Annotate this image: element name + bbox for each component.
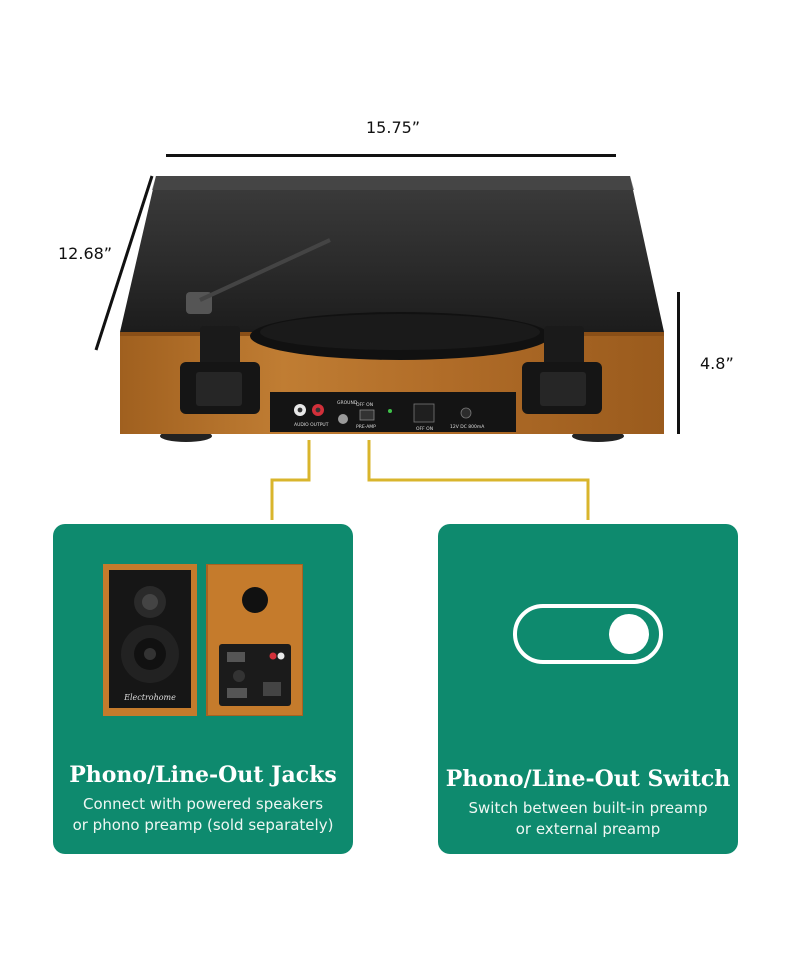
toggle-switch-icon (513, 604, 663, 664)
svg-text:OFF ON: OFF ON (416, 426, 433, 432)
card-left-title: Phono/Line-Out Jacks (69, 762, 337, 788)
svg-text:AUDIO OUTPUT: AUDIO OUTPUT (294, 422, 329, 428)
rear-panel (270, 392, 516, 432)
depth-line (94, 175, 154, 351)
dc-jack (460, 407, 472, 419)
card-right-desc-line1: Switch between built-in preamp (468, 799, 708, 817)
card-left-desc-line2: or phono preamp (sold separately) (72, 816, 334, 834)
card-left-desc-line1: Connect with powered speakers (82, 795, 324, 813)
svg-text:PRE-AMP: PRE-AMP (356, 424, 376, 430)
svg-text:GROUND: GROUND (337, 400, 358, 406)
svg-text:12V DC 800mA: 12V DC 800mA (450, 424, 485, 430)
card-right-desc-line2: or external preamp (515, 820, 661, 838)
preamp-switch (359, 409, 375, 421)
dust-cover (120, 176, 664, 332)
depth-label: 12.68” (58, 244, 113, 263)
ground-screw (338, 414, 348, 424)
svg-text:OFF ON: OFF ON (356, 402, 373, 408)
card-right-title: Phono/Line-Out Switch (445, 766, 731, 792)
callout-line-left (270, 440, 311, 520)
height-label: 4.8” (700, 354, 734, 373)
speaker-brand: Electrohome (123, 693, 176, 702)
power-switch (413, 403, 435, 423)
speakers-illustration: Electrohome (103, 564, 303, 716)
turntable-illustration: AUDIO OUTPUT GROUND OFF ON PRE-AMP OFF O… (120, 176, 664, 520)
width-line (166, 154, 616, 157)
width-label: 15.75” (366, 118, 421, 137)
callout-line-right (367, 440, 590, 520)
card-phono-switch: Phono/Line-Out Switch Switch between bui… (438, 524, 738, 854)
hinge-right (522, 326, 602, 414)
hinge-left (180, 326, 260, 414)
height-line (677, 292, 680, 434)
card-phono-jacks: Electrohome Phono/Line-Out Jacks Connect… (53, 524, 353, 854)
